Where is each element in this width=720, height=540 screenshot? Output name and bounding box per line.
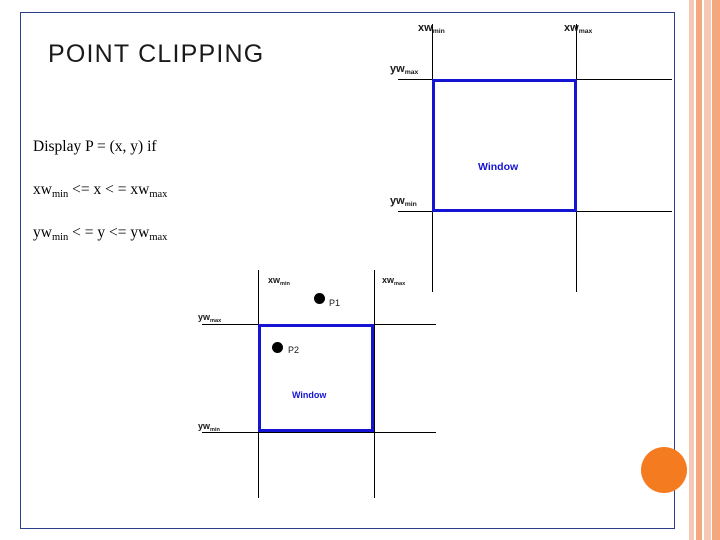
figure-points-diagram: xwmin xwmax ywmax ywmin Window P1 P2 <box>196 264 456 499</box>
label-xwmin-base: xw <box>418 22 433 34</box>
x-inequality-middle: <= x < = xw <box>68 181 150 198</box>
label-ywmax: ywmax <box>390 63 419 76</box>
x-inequality-xwmin-sub: min <box>51 189 69 200</box>
label-xwmax-2-base: xw <box>382 275 395 285</box>
body-line-display-condition: Display P = (x, y) if <box>33 138 157 155</box>
page-title: POINT CLIPPING <box>48 40 265 68</box>
label-window-2: Window <box>292 390 327 400</box>
label-window: Window <box>478 161 519 173</box>
figure-window-diagram: xwmin xwmax ywmax ywmin Window <box>390 14 678 294</box>
label-xwmax-2: xwmax <box>382 275 406 287</box>
label-xwmax-2-sub: max <box>394 281 406 287</box>
body-line-x-inequality: xwmin <= x < = xwmax <box>33 181 283 200</box>
edge-stripe-3 <box>704 0 711 540</box>
label-ywmax-2-base: yw <box>198 312 211 322</box>
axis-horizontal-ywmin-2 <box>202 432 436 433</box>
clip-window-rectangle <box>432 79 577 212</box>
label-xwmin-2-base: xw <box>268 275 281 285</box>
y-inequality-ywmax-sub: max <box>149 232 168 243</box>
label-ywmin-2: ywmin <box>198 421 220 433</box>
label-ywmin-2-sub: min <box>210 427 220 433</box>
label-ywmin-sub: min <box>404 201 417 208</box>
y-inequality-ywmin-base: yw <box>33 224 52 241</box>
label-xwmin-2-sub: min <box>280 281 290 287</box>
label-xwmin: xwmin <box>418 22 445 35</box>
label-xwmin-2: xwmin <box>268 275 290 287</box>
edge-stripe-4 <box>712 0 720 540</box>
body-text-block: Display P = (x, y) if xwmin <= x < = xwm… <box>33 138 283 267</box>
edge-stripe-1 <box>689 0 694 540</box>
page-edge-stripes <box>686 0 720 540</box>
label-ywmax-sub: max <box>404 69 419 76</box>
label-xwmax-sub: max <box>578 28 593 35</box>
slide-border-bottom <box>20 528 675 529</box>
label-ywmax-base: yw <box>390 63 405 75</box>
label-xwmin-sub: min <box>432 28 445 35</box>
clip-window-rectangle-2 <box>258 324 374 432</box>
label-ywmax-2: ywmax <box>198 312 222 324</box>
slide-border-left <box>20 12 21 528</box>
axis-vertical-xwmax-2 <box>374 270 375 498</box>
point-label-p2: P2 <box>288 345 300 355</box>
y-inequality-middle: < = y <= yw <box>68 224 150 241</box>
label-xwmax-base: xw <box>564 22 579 34</box>
decorative-orange-circle <box>641 447 687 493</box>
edge-stripe-2 <box>696 0 702 540</box>
label-ywmin-base: yw <box>390 195 405 207</box>
x-inequality-xwmin-base: xw <box>33 181 52 198</box>
point-marker-p1 <box>314 293 325 304</box>
body-line-y-inequality: ywmin < = y <= ywmax <box>33 224 283 243</box>
label-xwmax: xwmax <box>564 22 593 35</box>
slide-border-right <box>674 12 675 528</box>
label-ywmax-2-sub: max <box>210 318 222 324</box>
x-inequality-xwmax-sub: max <box>149 189 168 200</box>
label-ywmin: ywmin <box>390 195 417 208</box>
y-inequality-ywmin-sub: min <box>51 232 69 243</box>
slide-border-top <box>20 12 675 13</box>
point-label-p1: P1 <box>329 298 341 308</box>
label-ywmin-2-base: yw <box>198 421 211 431</box>
point-marker-p2 <box>272 342 283 353</box>
